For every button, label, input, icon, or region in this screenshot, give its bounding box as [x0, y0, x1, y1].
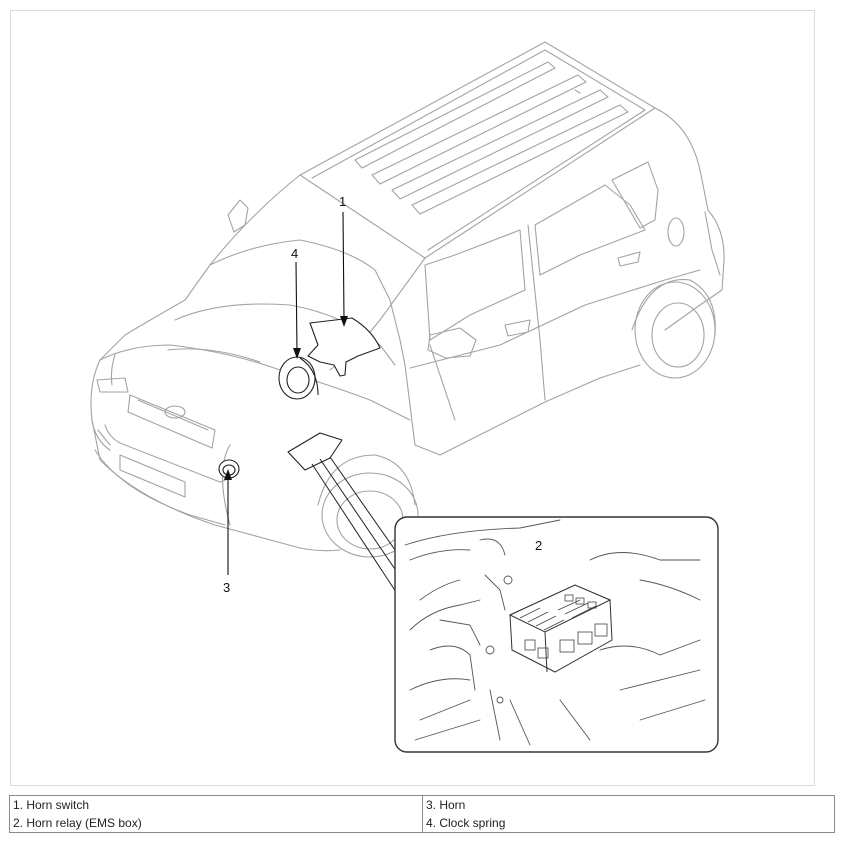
legend-table: 1. Horn switch 3. Horn 2. Horn relay (EM… — [9, 795, 835, 833]
diagram-frame — [10, 10, 815, 786]
callout-number-1: 1 — [339, 194, 346, 209]
legend-row: 2. Horn relay (EMS box) 4. Clock spring — [9, 814, 835, 833]
vehicle-diagram: 1 2 3 4 — [90, 41, 725, 753]
inset-engine-bay — [394, 516, 719, 753]
car-front — [94, 348, 261, 526]
ems-box-marker — [287, 432, 343, 471]
leader-line-1 — [342, 211, 345, 321]
car-body — [90, 107, 725, 552]
callout-number-2: 2 — [535, 538, 542, 553]
legend-item-clock-spring: 4. Clock spring — [422, 814, 835, 833]
horn-switch-shape — [307, 317, 381, 377]
car-windows — [424, 161, 659, 421]
car-rear — [667, 211, 721, 276]
clock-spring-shape — [278, 356, 319, 400]
callout-number-3: 3 — [223, 580, 230, 595]
legend-item-horn-relay: 2. Horn relay (EMS box) — [9, 814, 423, 833]
car-roof — [299, 41, 656, 259]
car-mirrors — [227, 199, 477, 359]
car-wheels — [317, 279, 716, 558]
legend-item-horn: 3. Horn — [422, 795, 835, 814]
leader-line-4 — [295, 261, 298, 353]
legend-row: 1. Horn switch 3. Horn — [9, 795, 835, 814]
callout-number-4: 4 — [291, 246, 298, 261]
legend-item-horn-switch: 1. Horn switch — [9, 795, 423, 814]
